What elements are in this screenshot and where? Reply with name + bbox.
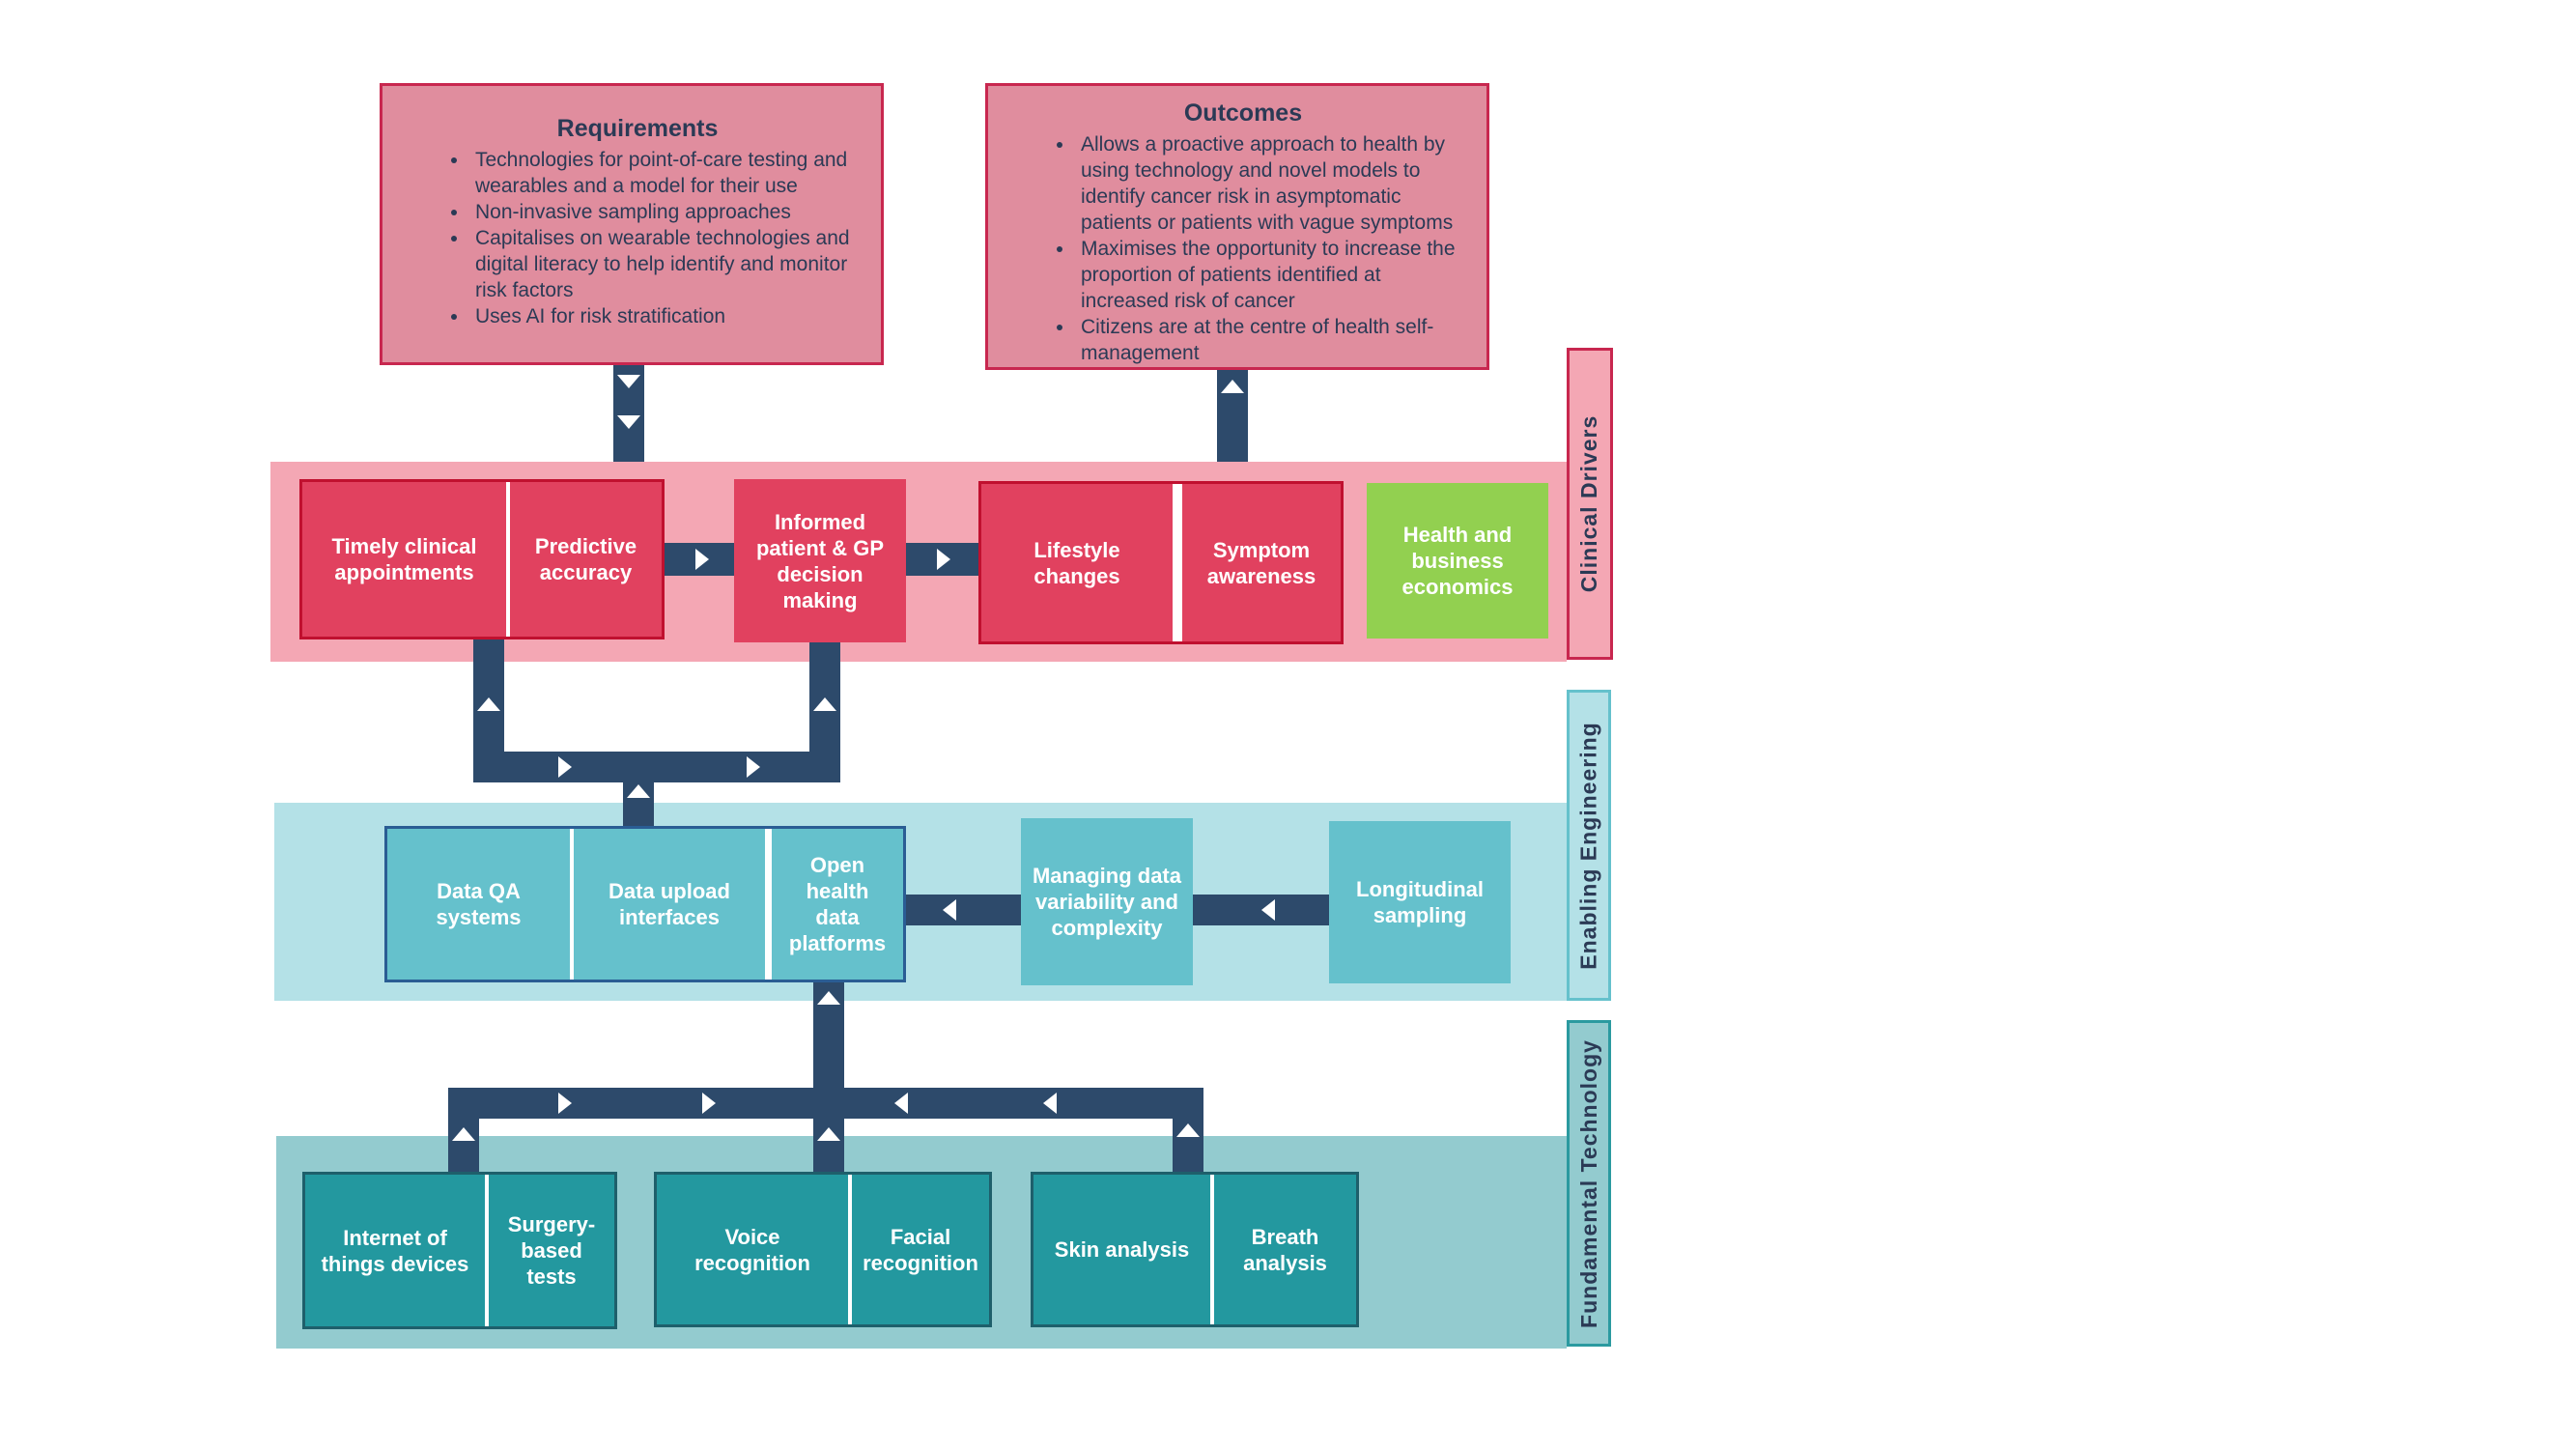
arrow-right-icon bbox=[937, 549, 950, 570]
breath-analysis: Breath analysis bbox=[1214, 1175, 1356, 1324]
economics-label: Health and business economics bbox=[1401, 523, 1514, 599]
connector-fork-bar bbox=[473, 752, 840, 782]
arrow-up-icon bbox=[1176, 1123, 1200, 1137]
data-qa-label: Data QA systems bbox=[436, 879, 522, 929]
outcomes-box: Outcomes Allows a proactive approach to … bbox=[985, 83, 1489, 370]
fundamental-group-2: Voice recognition Facial recognition bbox=[654, 1172, 992, 1327]
surgery-based-tests: Surgery-based tests bbox=[489, 1175, 614, 1326]
arrow-up-icon bbox=[627, 784, 650, 798]
facial-recognition: Facial recognition bbox=[852, 1175, 989, 1324]
informed-decision-making: Informed patient & GP decision making bbox=[734, 479, 906, 642]
arrow-left-icon bbox=[1043, 1093, 1057, 1114]
open-health-label: Open health data platforms bbox=[788, 853, 887, 955]
internet-of-things-devices: Internet of things devices bbox=[305, 1175, 485, 1326]
facial-label: Facial recognition bbox=[863, 1224, 978, 1275]
symptom-label: Symptom awareness bbox=[1206, 537, 1316, 588]
iot-label: Internet of things devices bbox=[321, 1225, 469, 1276]
timely-label: Timely clinical appointments bbox=[331, 534, 477, 584]
arrow-right-icon bbox=[558, 756, 572, 778]
connector-fundamental-bar bbox=[448, 1088, 1203, 1119]
health-business-economics: Health and business economics bbox=[1367, 483, 1548, 639]
fundamental-group-3: Skin analysis Breath analysis bbox=[1031, 1172, 1359, 1327]
predictive-accuracy: Predictive accuracy bbox=[510, 482, 662, 637]
enabling-engineering-label: Enabling Engineering bbox=[1567, 690, 1611, 1001]
requirements-list: Technologies for point-of-care testing a… bbox=[421, 147, 854, 329]
arrow-up-icon bbox=[452, 1127, 475, 1141]
data-upload-label: Data upload interfaces bbox=[609, 879, 730, 929]
requirements-item: Non-invasive sampling approaches bbox=[469, 199, 854, 225]
arrow-down-icon bbox=[617, 415, 640, 429]
clinical-group-right: Lifestyle changes Symptom awareness bbox=[978, 481, 1344, 644]
arrow-up-icon bbox=[817, 1127, 840, 1141]
longitudinal-sampling: Longitudinal sampling bbox=[1329, 821, 1511, 983]
fundamental-group-1: Internet of things devices Surgery-based… bbox=[302, 1172, 617, 1329]
open-health-data-platforms: Open health data platforms bbox=[772, 829, 903, 980]
requirements-title: Requirements bbox=[556, 115, 719, 142]
clinical-drivers-label: Clinical Drivers bbox=[1567, 348, 1613, 660]
timely-clinical-appointments: Timely clinical appointments bbox=[302, 482, 506, 637]
arrow-left-icon bbox=[943, 899, 956, 921]
outcomes-title: Outcomes bbox=[1183, 99, 1303, 127]
requirements-item: Uses AI for risk stratification bbox=[469, 303, 854, 329]
skin-analysis: Skin analysis bbox=[1033, 1175, 1210, 1324]
skin-label: Skin analysis bbox=[1054, 1237, 1190, 1262]
connector-managing-open bbox=[903, 895, 1024, 925]
data-qa-systems: Data QA systems bbox=[387, 829, 570, 980]
arrow-up-icon bbox=[813, 697, 836, 711]
managing-data-variability: Managing data variability and complexity bbox=[1021, 818, 1193, 985]
arrow-right-icon bbox=[695, 549, 709, 570]
arrow-down-icon bbox=[617, 375, 640, 388]
requirements-item: Technologies for point-of-care testing a… bbox=[469, 147, 854, 199]
outcomes-list: Allows a proactive approach to health by… bbox=[1027, 131, 1459, 366]
arrow-left-icon bbox=[894, 1093, 908, 1114]
arrow-up-icon bbox=[817, 991, 840, 1005]
symptom-awareness: Symptom awareness bbox=[1182, 484, 1341, 641]
clinical-drivers-text: Clinical Drivers bbox=[1576, 414, 1602, 593]
enabling-engineering-text: Enabling Engineering bbox=[1575, 721, 1601, 970]
breath-label: Breath analysis bbox=[1243, 1224, 1327, 1275]
predictive-label: Predictive accuracy bbox=[534, 534, 637, 584]
requirements-box: Requirements Technologies for point-of-c… bbox=[380, 83, 884, 365]
arrow-up-icon bbox=[477, 697, 500, 711]
managing-label: Managing data variability and complexity bbox=[1032, 864, 1181, 940]
arrow-left-icon bbox=[1261, 899, 1275, 921]
outcomes-item: Maximises the opportunity to increase th… bbox=[1075, 236, 1459, 314]
lifestyle-label: Lifestyle changes bbox=[1033, 537, 1120, 588]
informed-label: Informed patient & GP decision making bbox=[755, 509, 884, 612]
arrow-up-icon bbox=[1221, 380, 1244, 393]
data-upload-interfaces: Data upload interfaces bbox=[574, 829, 765, 980]
requirements-item: Capitalises on wearable technologies and… bbox=[469, 225, 854, 303]
arrow-right-icon bbox=[747, 756, 760, 778]
outcomes-item: Citizens are at the centre of health sel… bbox=[1075, 314, 1459, 366]
engineering-group: Data QA systems Data upload interfaces O… bbox=[384, 826, 906, 982]
arrow-right-icon bbox=[558, 1093, 572, 1114]
lifestyle-changes: Lifestyle changes bbox=[981, 484, 1173, 641]
arrow-right-icon bbox=[702, 1093, 716, 1114]
clinical-group-left: Timely clinical appointments Predictive … bbox=[299, 479, 665, 639]
connector-fundamental-stem bbox=[813, 981, 844, 1184]
outcomes-item: Allows a proactive approach to health by… bbox=[1075, 131, 1459, 236]
voice-recognition: Voice recognition bbox=[657, 1175, 848, 1324]
surgery-label: Surgery-based tests bbox=[507, 1212, 596, 1289]
fundamental-technology-label: Fundamental Technology bbox=[1567, 1020, 1611, 1347]
connector-longitudinal-managing bbox=[1191, 895, 1331, 925]
fundamental-technology-text: Fundamental Technology bbox=[1575, 1038, 1601, 1328]
longitudinal-label: Longitudinal sampling bbox=[1356, 877, 1484, 927]
voice-label: Voice recognition bbox=[694, 1224, 810, 1275]
